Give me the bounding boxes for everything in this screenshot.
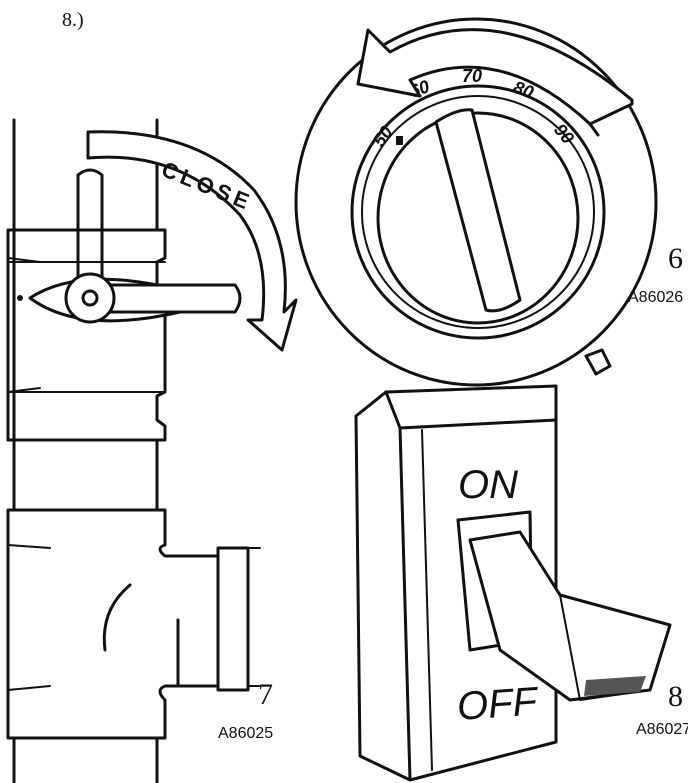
thermostat-figure: 50 60 70 80 90 6 A86026 bbox=[294, 17, 683, 387]
figure-8-code: A86027 bbox=[636, 721, 688, 738]
handle-pivot bbox=[81, 289, 99, 307]
figure-6-number: 6 bbox=[668, 242, 683, 275]
tee-fitting bbox=[6, 508, 261, 740]
handle-open-position[interactable] bbox=[88, 283, 242, 314]
on-label: ON bbox=[458, 463, 518, 507]
thermostat-lever[interactable] bbox=[584, 348, 612, 376]
thermostat-dial-inner-ring bbox=[361, 95, 595, 329]
handle-hub[interactable] bbox=[64, 272, 116, 324]
gas-valve-figure: CLOSE 7 A86025 bbox=[6, 118, 298, 783]
upper-fitting bbox=[6, 228, 167, 442]
dial-mark: 70 bbox=[462, 66, 482, 86]
off-label: OFF bbox=[456, 679, 541, 729]
figure-8-number: 8 bbox=[668, 680, 683, 713]
figure-6-code: A86026 bbox=[628, 289, 683, 306]
turn-down-arrow bbox=[356, 28, 634, 126]
toggle-lever[interactable] bbox=[468, 530, 672, 702]
figure-7-code: A86025 bbox=[218, 725, 273, 742]
thermostat-dial-ring bbox=[350, 84, 606, 340]
switch-figure: ON OFF 8 A86027 bbox=[354, 384, 688, 782]
knob-grip[interactable] bbox=[434, 108, 522, 313]
thermostat-knob[interactable] bbox=[376, 111, 580, 325]
caption-fragment: 8.) bbox=[62, 9, 84, 31]
figure-7-number: 7 bbox=[258, 678, 273, 711]
set-point-marker bbox=[396, 136, 403, 145]
lever-shading bbox=[584, 676, 646, 696]
plug-mark bbox=[17, 295, 23, 301]
